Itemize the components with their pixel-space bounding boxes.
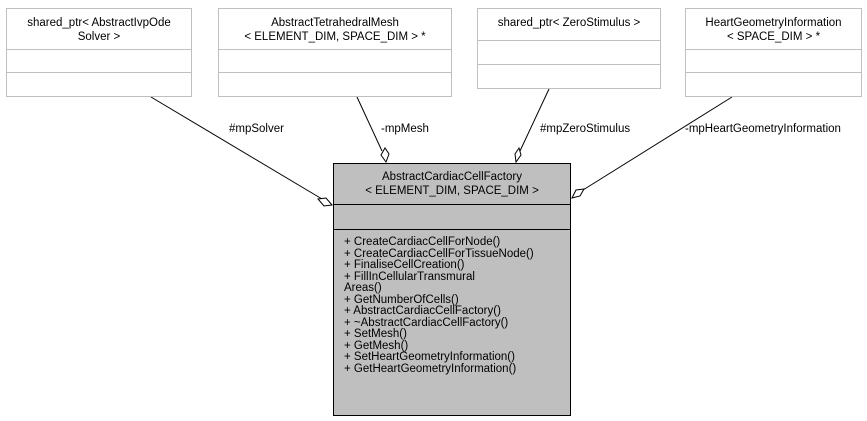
title-line: AbstractTetrahedralMesh [271, 17, 399, 29]
title-line: < ELEMENT_DIM, SPACE_DIM > * [244, 31, 426, 43]
attributes-section [334, 204, 570, 229]
edge-mesh-diamond [380, 147, 390, 164]
edge-stimulus-line [519, 88, 550, 152]
methods-section [686, 72, 861, 96]
class-box-main[interactable]: AbstractCardiacCellFactory < ELEMENT_DIM… [333, 163, 571, 416]
method-item: + AbstractCardiacCellFactory() [344, 305, 501, 317]
methods-section: + CreateCardiacCellForNode()+ CreateCard… [334, 229, 570, 415]
edge-label-solver: #mpSolver [229, 123, 284, 135]
title-line: shared_ptr< ZeroStimulus > [497, 17, 641, 29]
edge-mesh-line [356, 96, 383, 152]
attributes-section [478, 40, 660, 64]
method-item: + ~AbstractCardiacCellFactory() [344, 316, 509, 329]
method-item: + GetHeartGeometryInformation() [344, 362, 517, 375]
attributes-section [7, 49, 191, 72]
method-item: Areas() [344, 282, 382, 294]
title-line: shared_ptr< AbstractIvpOde [27, 17, 171, 29]
class-box-solver[interactable]: shared_ptr< AbstractIvpOde Solver > [6, 8, 192, 97]
attributes-section [219, 49, 451, 72]
edge-label-geometry: -mpHeartGeometryInformation [685, 123, 841, 135]
methods-section [478, 64, 660, 88]
edge-solver-line [150, 96, 323, 200]
method-item: + SetHeartGeometryInformation() [344, 351, 515, 363]
attributes-section [686, 49, 861, 72]
class-box-solver-title: shared_ptr< AbstractIvpOde Solver > [7, 9, 191, 49]
class-box-main-title: AbstractCardiacCellFactory < ELEMENT_DIM… [334, 164, 570, 204]
method-item: + FillInCellularTransmural [344, 270, 475, 283]
title-line: < ELEMENT_DIM, SPACE_DIM > [365, 185, 539, 197]
method-item: + CreateCardiacCellForTissueNode() [344, 247, 534, 260]
method-item: + SetMesh() [344, 328, 407, 340]
edge-label-mesh: -mpMesh [381, 123, 429, 135]
class-box-geometry-title: HeartGeometryInformation < SPACE_DIM > * [686, 9, 861, 49]
edge-solver-diamond [317, 197, 333, 207]
title-line: < SPACE_DIM > * [726, 31, 821, 43]
class-box-mesh-title: AbstractTetrahedralMesh < ELEMENT_DIM, S… [219, 9, 451, 49]
methods-section [7, 72, 191, 96]
title-line: HeartGeometryInformation [705, 17, 842, 29]
edge-geometry-diamond [571, 188, 585, 199]
edge-stimulus-diamond [514, 146, 522, 164]
class-box-stimulus[interactable]: shared_ptr< ZeroStimulus > [477, 8, 661, 89]
methods-section [219, 72, 451, 96]
edge-label-stimulus: #mpZeroStimulus [540, 123, 631, 135]
method-item: + FinaliseCellCreation() [344, 259, 465, 271]
class-box-stimulus-title: shared_ptr< ZeroStimulus > [478, 9, 660, 40]
method-item: + GetNumberOfCells() [344, 293, 459, 306]
method-item: + GetMesh() [344, 339, 409, 352]
method-item: + CreateCardiacCellForNode() [344, 236, 501, 248]
class-box-geometry[interactable]: HeartGeometryInformation < SPACE_DIM > * [685, 8, 862, 97]
edge-geometry-line [582, 96, 733, 191]
title-line: AbstractCardiacCellFactory [382, 171, 522, 183]
title-line: Solver > [77, 31, 121, 43]
class-box-mesh[interactable]: AbstractTetrahedralMesh < ELEMENT_DIM, S… [218, 8, 452, 97]
